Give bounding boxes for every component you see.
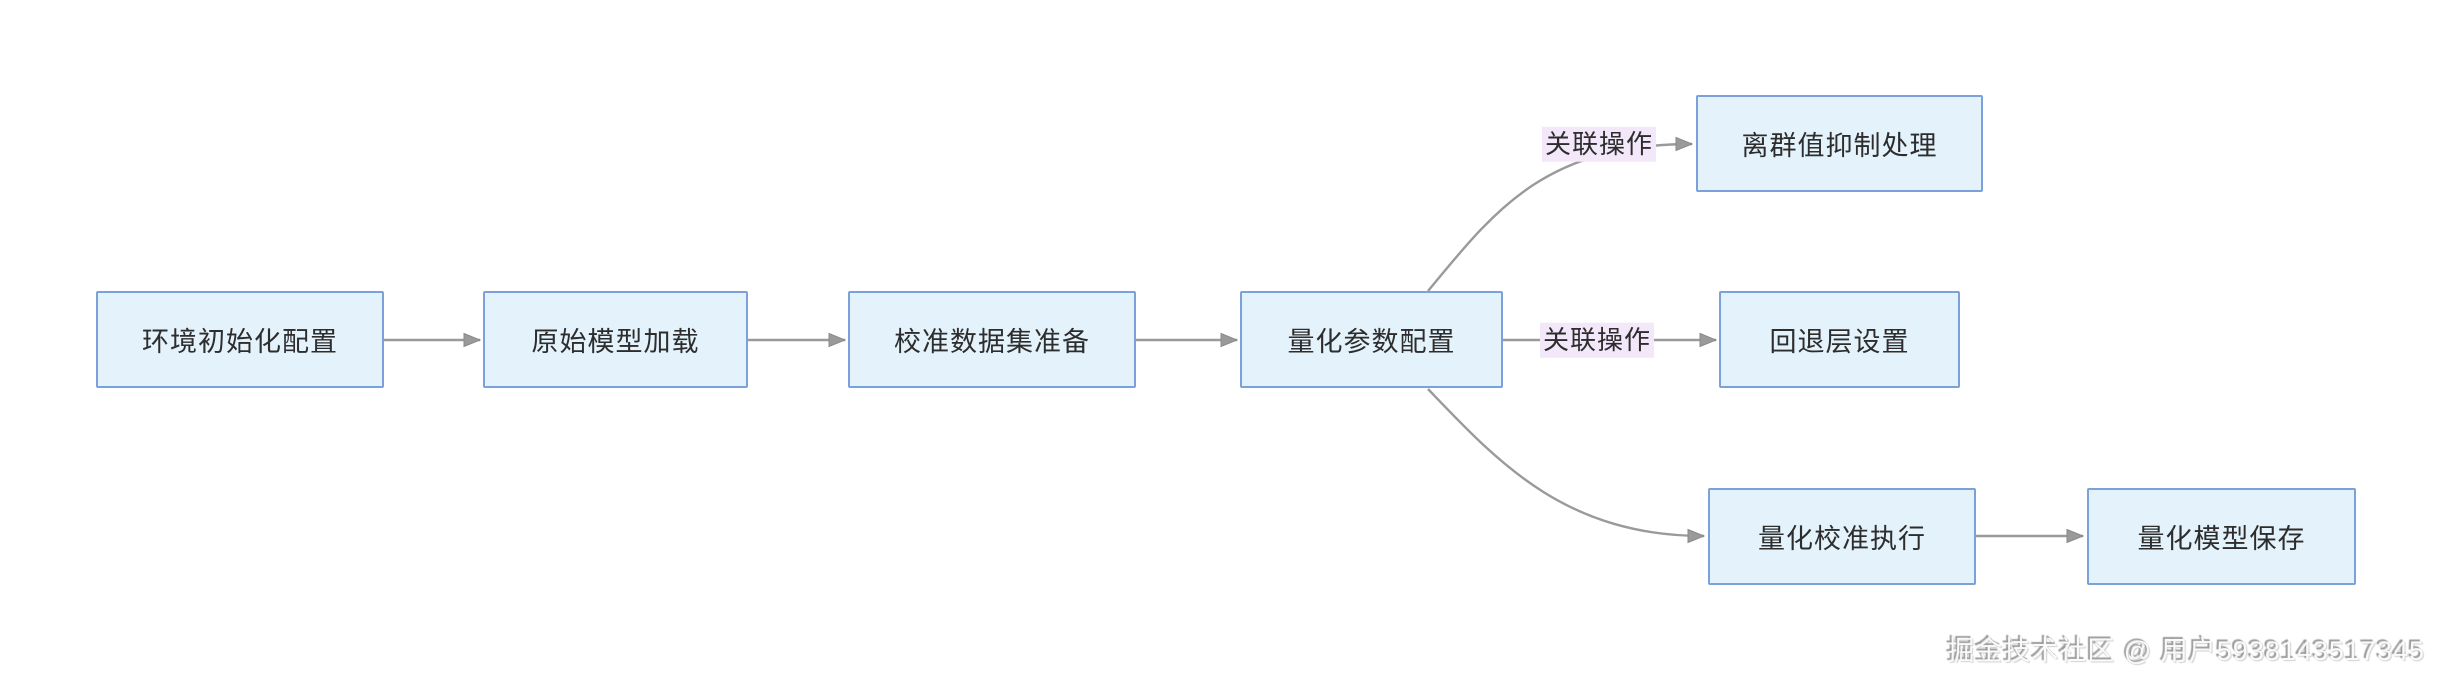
- node-fallback-layer: 回退层设置: [1719, 291, 1960, 388]
- node-label: 校准数据集准备: [894, 327, 1090, 357]
- node-label: 回退层设置: [1769, 327, 1910, 357]
- edge-label-association: 关联操作: [1541, 126, 1657, 162]
- watermark: 掘金技术社区 @ 用户5938143517345: [1947, 636, 2425, 666]
- node-quant-config: 量化参数配置: [1240, 291, 1503, 388]
- node-quant-calib-exec: 量化校准执行: [1708, 488, 1976, 585]
- edge-quant-config-to-quant-calib-exec: [1427, 388, 1704, 536]
- node-calib-data: 校准数据集准备: [848, 291, 1136, 388]
- node-quant-model-save: 量化模型保存: [2087, 488, 2356, 585]
- node-label: 量化模型保存: [2137, 524, 2306, 554]
- edge-quant-config-to-outlier-suppress: [1427, 144, 1692, 292]
- node-label: 原始模型加载: [531, 327, 700, 357]
- node-model-load: 原始模型加载: [483, 291, 748, 388]
- node-label: 离群值抑制处理: [1741, 131, 1938, 161]
- node-outlier-suppress: 离群值抑制处理: [1696, 95, 1983, 192]
- node-label: 环境初始化配置: [142, 327, 338, 357]
- edge-label-association: 关联操作: [1539, 322, 1655, 358]
- node-label: 量化参数配置: [1287, 327, 1456, 357]
- node-env-init: 环境初始化配置: [96, 291, 384, 388]
- node-label: 量化校准执行: [1758, 524, 1926, 554]
